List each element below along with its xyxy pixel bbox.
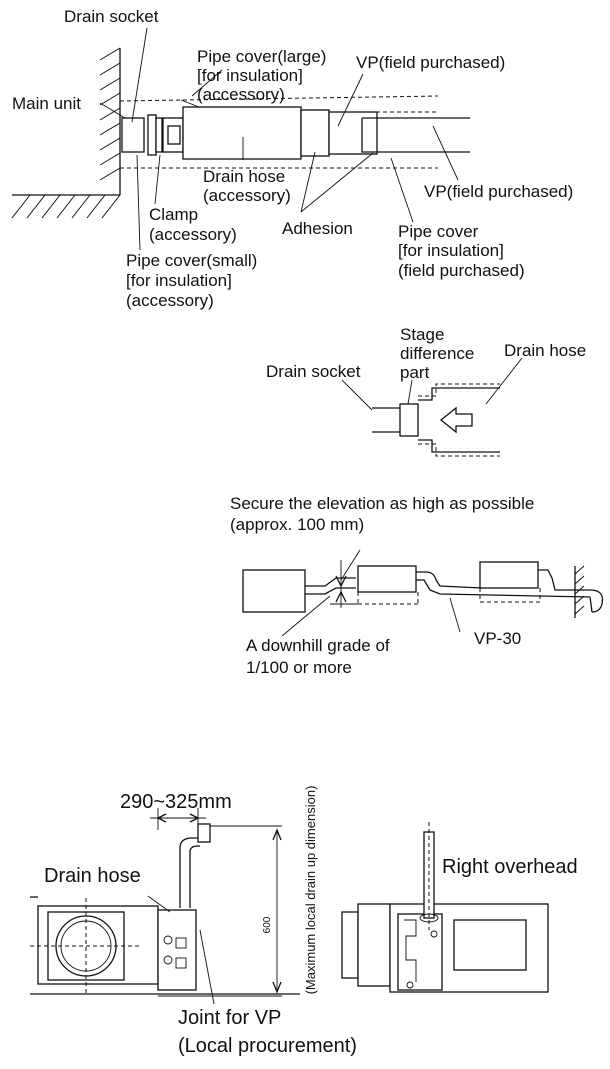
label-pipe-cover-field-1: Pipe cover xyxy=(398,222,479,241)
label-pipe-cover-large-1: Pipe cover(large) xyxy=(197,47,326,66)
wall-hatching xyxy=(11,47,121,219)
drain-socket-shape-2 xyxy=(399,403,419,437)
label-downhill-2: 1/100 or more xyxy=(246,658,352,677)
label-elevation-2: (approx. 100 mm) xyxy=(230,515,364,534)
label-downhill-1: A downhill grade of xyxy=(246,636,390,655)
label-right-overhead: Right overhead xyxy=(442,856,578,878)
label-drain-hose-3: Drain hose xyxy=(44,865,141,887)
clamp-shape xyxy=(147,114,157,156)
drain-grade-diagram: Secure the elevation as high as possible… xyxy=(230,494,604,677)
label-stage-1: Stage xyxy=(400,325,444,344)
drain-up-diagram: 600 (Maximum local drain up dimension) 2… xyxy=(30,786,578,1057)
label-pipe-cover-field-2: [for insulation] xyxy=(398,241,504,260)
label-pipe-cover-small-3: (accessory) xyxy=(126,291,214,310)
label-elevation-1: Secure the elevation as high as possible xyxy=(230,494,534,513)
label-joint-vp-2: (Local procurement) xyxy=(178,1035,357,1057)
label-main-unit: Main unit xyxy=(12,94,81,113)
label-pipe-cover-large-3: (accessory) xyxy=(197,85,285,104)
label-drain-hose-2: (accessory) xyxy=(203,186,291,205)
vp-pipe-shape xyxy=(328,111,378,155)
label-stage-3: part xyxy=(400,363,430,382)
label-drain-hose-2: Drain hose xyxy=(504,341,586,360)
joint-vp-shape xyxy=(197,823,211,843)
drain-hose-shape xyxy=(182,106,302,160)
label-drain-socket-2: Drain socket xyxy=(266,362,361,381)
elevated-box-2 xyxy=(479,561,539,589)
label-drain-hose-1: Drain hose xyxy=(203,167,285,186)
label-clamp-2: (accessory) xyxy=(149,225,237,244)
drain-connection-diagram: Drain socket Main unit Pipe cover(large)… xyxy=(11,7,573,310)
label-max-drain-up: (Maximum local drain up dimension) xyxy=(303,786,318,995)
label-dimension-range: 290~325mm xyxy=(120,791,232,813)
label-stage-2: difference xyxy=(400,344,474,363)
label-vp30: VP-30 xyxy=(474,629,521,648)
label-600: 600 xyxy=(262,916,273,933)
label-vp-field-top: VP(field purchased) xyxy=(356,53,505,72)
label-pipe-cover-small-2: [for insulation] xyxy=(126,271,232,290)
label-clamp-1: Clamp xyxy=(149,205,198,224)
main-unit-box xyxy=(242,569,306,613)
elevated-box-1 xyxy=(357,565,417,593)
label-drain-socket: Drain socket xyxy=(64,7,159,26)
label-adhesion: Adhesion xyxy=(282,219,353,238)
stage-difference-diagram: Drain socket Stage difference part Drain… xyxy=(266,325,586,457)
label-joint-vp-1: Joint for VP xyxy=(178,1007,281,1029)
label-pipe-cover-large-2: [for insulation] xyxy=(197,66,303,85)
label-vp-field-right: VP(field purchased) xyxy=(424,182,573,201)
insert-arrow-icon xyxy=(439,406,473,434)
label-pipe-cover-field-3: (field purchased) xyxy=(398,261,525,280)
drain-socket-shape xyxy=(121,117,145,153)
label-pipe-cover-small-1: Pipe cover(small) xyxy=(126,251,257,270)
